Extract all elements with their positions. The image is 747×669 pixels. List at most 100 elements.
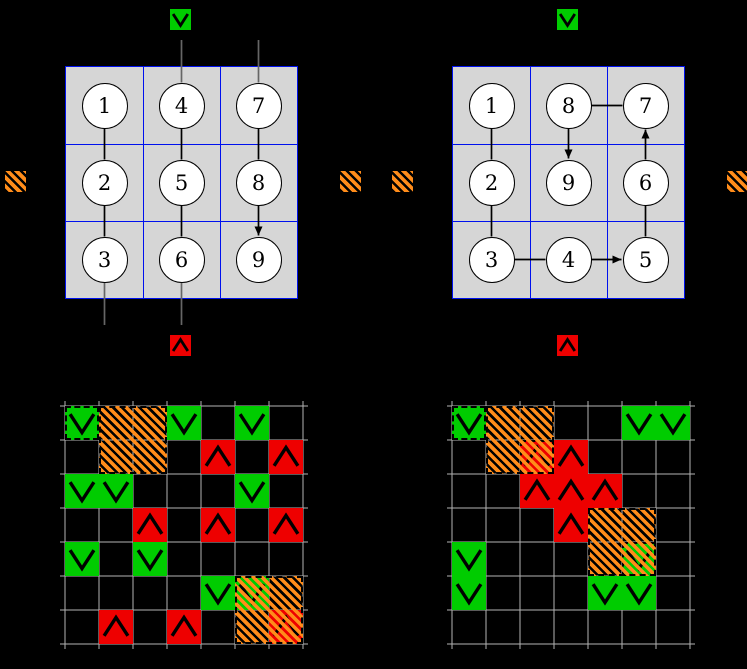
order-node-8: 8 [235, 159, 282, 206]
order-node-5: 5 [158, 159, 205, 206]
grid-line-vertical [219, 67, 221, 298]
chevron-down-icon [625, 413, 653, 436]
chevron-up-icon [523, 478, 551, 501]
order-node-9: 9 [235, 236, 282, 283]
pattern-cell-red [99, 610, 133, 644]
grid-line-vertical [606, 67, 608, 298]
chevron-up-icon [170, 614, 198, 637]
chevron-up-icon [272, 444, 300, 467]
order-node-7: 7 [622, 82, 669, 129]
chevron-up-icon [591, 478, 619, 501]
pattern-cell-red [588, 474, 622, 508]
pattern-cell-red [201, 440, 235, 474]
order-node-1: 1 [468, 82, 515, 129]
order-node-6: 6 [158, 236, 205, 283]
pattern-cell-red [167, 610, 201, 644]
chevron-down-icon [136, 549, 164, 572]
pattern-cell-green [99, 474, 133, 508]
red-chevron-up-marker [170, 335, 191, 356]
order-node-5: 5 [622, 236, 669, 283]
order-node-6: 6 [622, 159, 669, 206]
order-node-8: 8 [545, 82, 592, 129]
pattern-cell-green [452, 576, 486, 610]
pattern-cell-green [452, 406, 486, 440]
order-node-3: 3 [468, 236, 515, 283]
chevron-down-icon [102, 481, 130, 504]
hatch-block [235, 576, 303, 644]
pattern-cell-red [520, 474, 554, 508]
chevron-up-icon [204, 512, 232, 535]
hatch-block [99, 406, 167, 474]
grid-line-horizontal [453, 143, 684, 145]
pattern-cell-green [167, 406, 201, 440]
pattern-cell-green [65, 542, 99, 576]
pattern-cell-red [554, 508, 588, 542]
orange-hatch-marker [340, 171, 361, 192]
pattern-cell-green [622, 576, 656, 610]
grid-line-horizontal [66, 220, 297, 222]
order-node-2: 2 [468, 159, 515, 206]
chevron-down-icon [204, 583, 232, 606]
pattern-cell-green [452, 542, 486, 576]
grid-line-vertical [529, 67, 531, 298]
chevron-up-icon [136, 512, 164, 535]
grid-line-horizontal [453, 220, 684, 222]
order-node-3: 3 [81, 236, 128, 283]
pattern-cell-green [235, 474, 269, 508]
order-node-9: 9 [545, 159, 592, 206]
pattern-cell-green [65, 406, 99, 440]
pattern-cell-green [201, 576, 235, 610]
chevron-up-icon [272, 512, 300, 535]
green-chevron-down-marker [170, 9, 191, 30]
orange-hatch-marker [392, 171, 413, 192]
chevron-down-icon [171, 13, 189, 28]
order-node-4: 4 [158, 82, 205, 129]
chevron-down-icon [170, 413, 198, 436]
order-node-1: 1 [81, 82, 128, 129]
chevron-down-icon [68, 481, 96, 504]
pattern-cell-green [235, 406, 269, 440]
pattern-grid-right [447, 401, 695, 649]
pattern-cell-red [269, 508, 303, 542]
chevron-up-icon [102, 614, 130, 637]
chevron-down-icon [455, 413, 483, 436]
hatch-block [588, 508, 656, 576]
pattern-cell-red [554, 474, 588, 508]
order-node-7: 7 [235, 82, 282, 129]
orange-hatch-marker [5, 171, 26, 192]
pattern-cell-green [133, 542, 167, 576]
chevron-down-icon [68, 413, 96, 436]
pattern-cell-green [656, 406, 690, 440]
hatch-block [486, 406, 554, 474]
pattern-cell-green [588, 576, 622, 610]
chevron-down-icon [68, 549, 96, 572]
pattern-grid-left [60, 401, 308, 649]
green-chevron-down-marker [557, 9, 578, 30]
pattern-cell-green [65, 474, 99, 508]
chevron-down-icon [238, 413, 266, 436]
chevron-down-icon [625, 583, 653, 606]
chevron-down-icon [591, 583, 619, 606]
orange-hatch-marker [727, 171, 747, 192]
pattern-cell-red [554, 440, 588, 474]
order-node-2: 2 [81, 159, 128, 206]
chevron-up-icon [557, 444, 585, 467]
grid-line-vertical [142, 67, 144, 298]
chevron-down-icon [455, 583, 483, 606]
chevron-up-icon [557, 478, 585, 501]
grid-line-horizontal [66, 143, 297, 145]
pattern-cell-red [201, 508, 235, 542]
chevron-up-icon [171, 337, 189, 352]
chevron-down-icon [238, 481, 266, 504]
chevron-down-icon [659, 413, 687, 436]
red-chevron-up-marker [557, 335, 578, 356]
order-node-4: 4 [545, 236, 592, 283]
pattern-cell-red [269, 440, 303, 474]
chevron-down-icon [558, 13, 576, 28]
chevron-down-icon [455, 549, 483, 572]
chevron-up-icon [204, 444, 232, 467]
pattern-cell-green [622, 406, 656, 440]
